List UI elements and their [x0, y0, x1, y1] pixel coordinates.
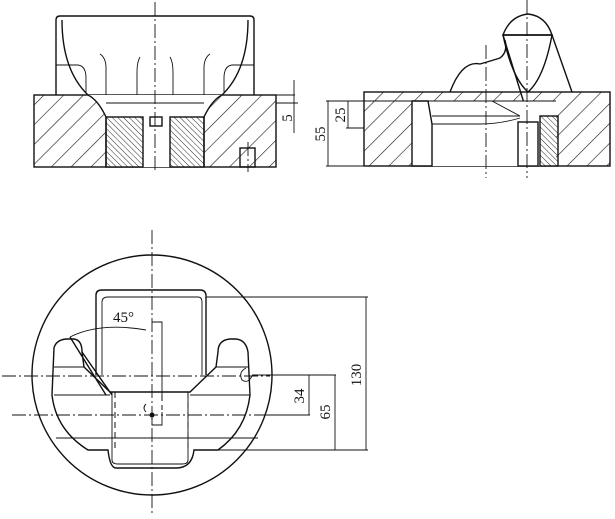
dim-25: 25 [333, 108, 349, 123]
locating-pin [239, 147, 256, 168]
front-gate [149, 116, 163, 127]
dim-55: 55 [313, 127, 329, 142]
dim-65: 65 [318, 405, 334, 420]
top-view: 45° 34 65 130 [2, 230, 368, 516]
dim-130: 130 [349, 364, 365, 387]
dim-5: 5 [280, 114, 296, 122]
front-insert-right [170, 117, 204, 167]
front-section-view: 5 [33, 2, 298, 172]
side-insert-right [540, 116, 558, 166]
front-insert-left [106, 117, 143, 167]
side-forging-profile [449, 39, 507, 93]
dim-34: 34 [292, 388, 308, 404]
dim-45-deg: 45° [113, 310, 134, 326]
side-insert-left [411, 100, 433, 167]
cavity-outline [51, 338, 251, 469]
side-section-view: 25 55 [313, 0, 611, 178]
side-flash-section [502, 34, 553, 93]
